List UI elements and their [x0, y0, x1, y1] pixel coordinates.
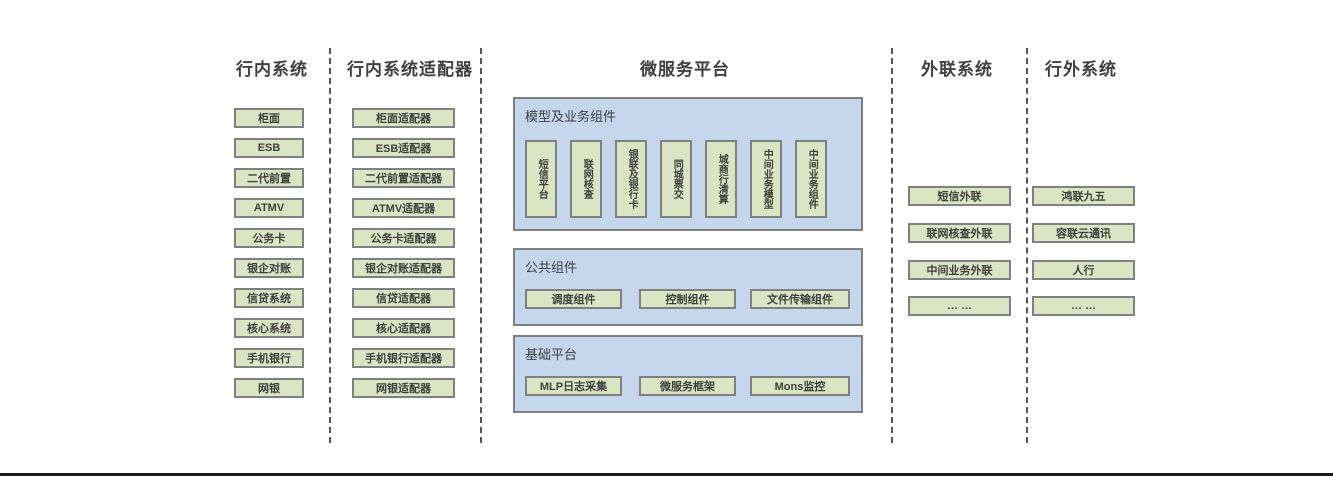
model-component-box: 银联及银行卡	[615, 140, 647, 218]
model-component-box: 联网核查	[570, 140, 602, 218]
adapter-box: 公务卡适配器	[352, 228, 455, 248]
outlink-system-box: 联网核查外联	[908, 223, 1011, 243]
common-component-box: 调度组件	[525, 289, 622, 309]
dashed-divider-3	[891, 48, 893, 443]
adapter-box: 手机银行适配器	[352, 348, 455, 368]
adapter-box: 核心适配器	[352, 318, 455, 338]
outbank-system-box: 人行	[1032, 260, 1135, 280]
common-component-box: 控制组件	[639, 289, 736, 309]
base-platform-box: Mons监控	[750, 376, 850, 396]
adapter-box: 柜面适配器	[352, 108, 455, 128]
base-platform-box: 微服务框架	[639, 376, 736, 396]
column-title-outbank: 行外系统	[1045, 60, 1117, 79]
inbank-system-box: 网银	[234, 378, 304, 398]
adapter-box: ESB适配器	[352, 138, 455, 158]
adapter-box: ATMV适配器	[352, 198, 455, 218]
inbank-system-box: 公务卡	[234, 228, 304, 248]
inbank-system-box: ESB	[234, 138, 304, 158]
outbank-system-box: … …	[1032, 296, 1135, 316]
base-platform-box: MLP日志采集	[525, 376, 622, 396]
column-title-adapter: 行内系统适配器	[347, 60, 473, 79]
inbank-system-box: ATMV	[234, 198, 304, 218]
group-title: 公共组件	[525, 260, 578, 275]
adapter-box: 网银适配器	[352, 378, 455, 398]
adapter-box: 银企对账适配器	[352, 258, 455, 278]
model-component-box: 短信平台	[525, 140, 557, 218]
model-component-box: 城商行清算	[705, 140, 737, 218]
inbank-system-box: 二代前置	[234, 168, 304, 188]
column-title-platform: 微服务平台	[640, 60, 730, 79]
common-component-box: 文件传输组件	[750, 289, 850, 309]
outlink-system-box: 中间业务外联	[908, 260, 1011, 280]
model-component-box: 中间业务组件	[795, 140, 827, 218]
outlink-system-box: 短信外联	[908, 186, 1011, 206]
base-platform-group: 基础平台 MLP日志采集 微服务框架 Mons监控	[513, 335, 863, 413]
model-component-box: 同城票交	[660, 140, 692, 218]
outbank-system-box: 鸿联九五	[1032, 186, 1135, 206]
dashed-divider-2	[480, 48, 482, 443]
outlink-system-box: … …	[908, 296, 1011, 316]
model-component-box: 中间业务模型	[750, 140, 782, 218]
group-title: 模型及业务组件	[525, 109, 617, 124]
outbank-system-box: 容联云通讯	[1032, 223, 1135, 243]
model-components-group: 模型及业务组件 短信平台 联网核查 银联及银行卡 同城票交 城商行清算 中间业务…	[513, 97, 863, 231]
bottom-divider	[0, 473, 1333, 476]
inbank-system-box: 柜面	[234, 108, 304, 128]
inbank-system-box: 银企对账	[234, 258, 304, 278]
common-components-group: 公共组件 调度组件 控制组件 文件传输组件	[513, 248, 863, 326]
column-title-inbank: 行内系统	[236, 60, 308, 79]
adapter-box: 信贷适配器	[352, 288, 455, 308]
inbank-system-box: 核心系统	[234, 318, 304, 338]
adapter-box: 二代前置适配器	[352, 168, 455, 188]
dashed-divider-1	[329, 48, 331, 443]
inbank-system-box: 手机银行	[234, 348, 304, 368]
dashed-divider-4	[1026, 48, 1028, 443]
inbank-system-box: 信贷系统	[234, 288, 304, 308]
column-title-outlink: 外联系统	[921, 60, 993, 79]
group-title: 基础平台	[525, 347, 578, 362]
